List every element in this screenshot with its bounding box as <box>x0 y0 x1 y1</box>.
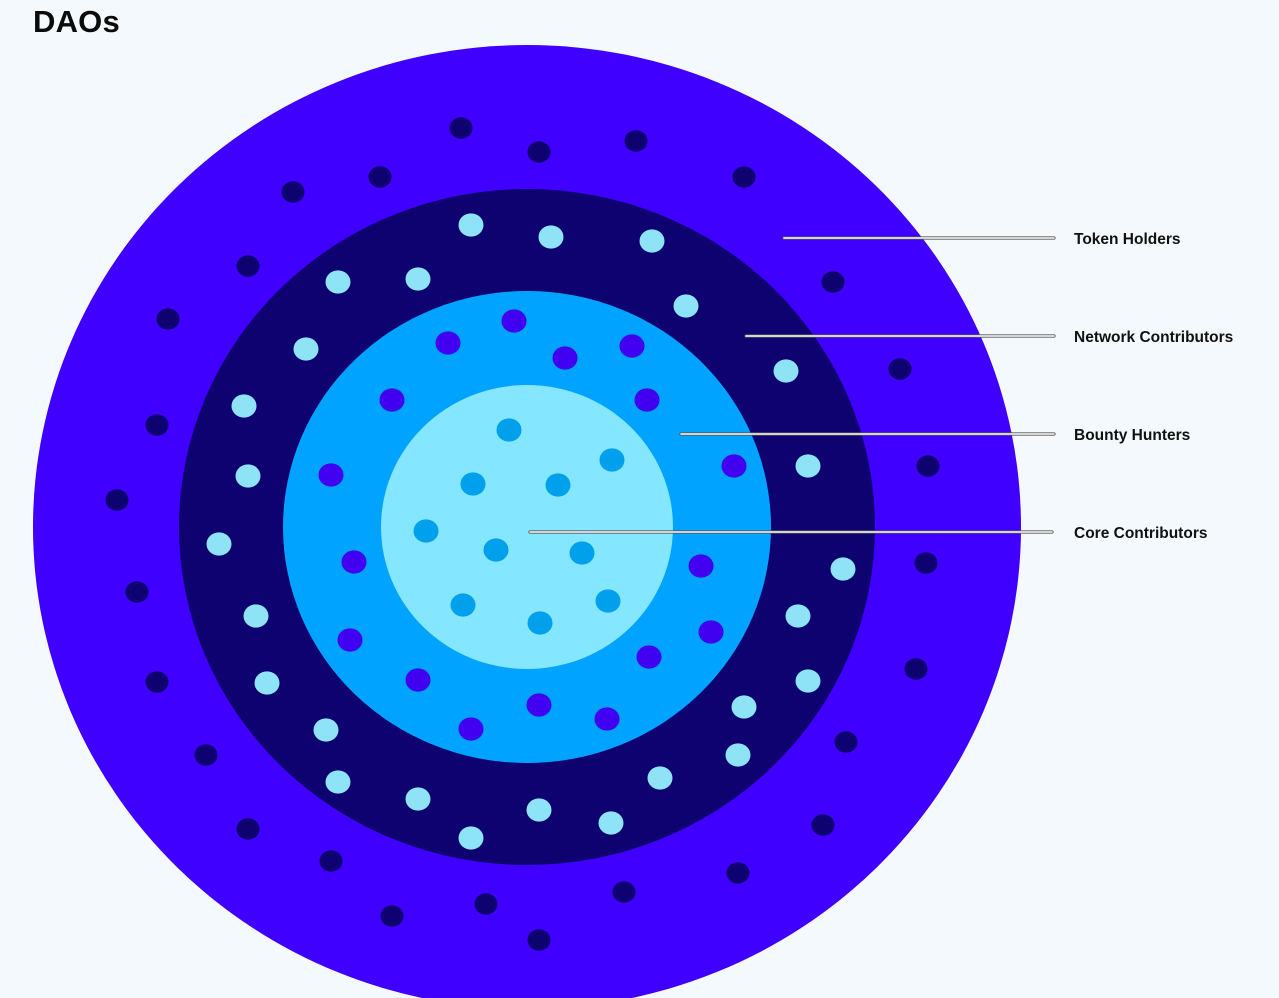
member-dot <box>726 862 750 884</box>
member-dot <box>483 538 509 562</box>
member-dot <box>647 766 673 790</box>
label-core-contributors: Core Contributors <box>1074 525 1207 542</box>
label-token-holders: Token Holders <box>1074 231 1181 248</box>
dots-layer <box>105 117 940 951</box>
member-dot <box>545 473 571 497</box>
member-dot <box>293 337 319 361</box>
member-dot <box>619 334 645 358</box>
member-dot <box>313 718 339 742</box>
member-dot <box>569 541 595 565</box>
member-dot <box>379 388 405 412</box>
member-dot <box>145 414 169 436</box>
member-dot <box>449 117 473 139</box>
member-dot <box>594 707 620 731</box>
member-dot <box>673 294 699 318</box>
member-dot <box>732 166 756 188</box>
member-dot <box>460 472 486 496</box>
label-bounty-hunters: Bounty Hunters <box>1074 427 1190 444</box>
member-dot <box>795 454 821 478</box>
member-dot <box>435 331 461 355</box>
member-dot <box>526 693 552 717</box>
member-dot <box>904 658 928 680</box>
member-dot <box>496 418 522 442</box>
member-dot <box>145 671 169 693</box>
member-dot <box>337 628 363 652</box>
member-dot <box>194 744 218 766</box>
member-dot <box>795 669 821 693</box>
member-dot <box>785 604 811 628</box>
member-dot <box>527 929 551 951</box>
member-dot <box>688 554 714 578</box>
member-dot <box>380 905 404 927</box>
dots-network-contributors <box>206 213 856 850</box>
member-dot <box>231 394 257 418</box>
member-dot <box>527 141 551 163</box>
member-dot <box>319 850 343 872</box>
member-dot <box>458 213 484 237</box>
dots-bounty-hunters <box>318 309 747 741</box>
member-dot <box>405 787 431 811</box>
member-dot <box>125 581 149 603</box>
member-dot <box>325 270 351 294</box>
member-dot <box>458 717 484 741</box>
member-dot <box>538 225 564 249</box>
member-dot <box>698 620 724 644</box>
rings-layer <box>33 45 1021 998</box>
dots-token-holders <box>105 117 940 951</box>
member-dot <box>811 814 835 836</box>
leader-lines-layer <box>528 236 1056 534</box>
member-dot <box>156 308 180 330</box>
member-dot <box>236 255 260 277</box>
dots-core-contributors <box>413 418 625 635</box>
member-dot <box>639 229 665 253</box>
member-dot <box>598 811 624 835</box>
member-dot <box>599 448 625 472</box>
member-dot <box>458 826 484 850</box>
member-dot <box>731 695 757 719</box>
member-dot <box>612 881 636 903</box>
member-dot <box>721 454 747 478</box>
member-dot <box>821 271 845 293</box>
member-dot <box>235 464 261 488</box>
member-dot <box>236 818 260 840</box>
member-dot <box>254 671 280 695</box>
label-network-contributors: Network Contributors <box>1074 329 1233 346</box>
member-dot <box>206 532 232 556</box>
page-title: DAOs <box>33 4 120 39</box>
member-dot <box>636 645 662 669</box>
member-dot <box>552 346 578 370</box>
member-dot <box>527 611 553 635</box>
member-dot <box>105 489 129 511</box>
member-dot <box>634 388 660 412</box>
member-dot <box>318 463 344 487</box>
member-dot <box>725 743 751 767</box>
member-dot <box>341 550 367 574</box>
member-dot <box>830 557 856 581</box>
member-dot <box>595 589 621 613</box>
member-dot <box>501 309 527 333</box>
member-dot <box>474 893 498 915</box>
member-dot <box>243 604 269 628</box>
member-dot <box>325 770 351 794</box>
member-dot <box>405 267 431 291</box>
member-dot <box>916 455 940 477</box>
member-dot <box>450 593 476 617</box>
member-dot <box>624 130 648 152</box>
member-dot <box>413 519 439 543</box>
member-dot <box>914 552 938 574</box>
member-dot <box>526 798 552 822</box>
member-dot <box>368 166 392 188</box>
member-dot <box>888 358 912 380</box>
member-dot <box>405 668 431 692</box>
member-dot <box>281 181 305 203</box>
labels-layer: Token Holders Network Contributors Bount… <box>1074 231 1233 542</box>
member-dot <box>773 359 799 383</box>
member-dot <box>834 731 858 753</box>
